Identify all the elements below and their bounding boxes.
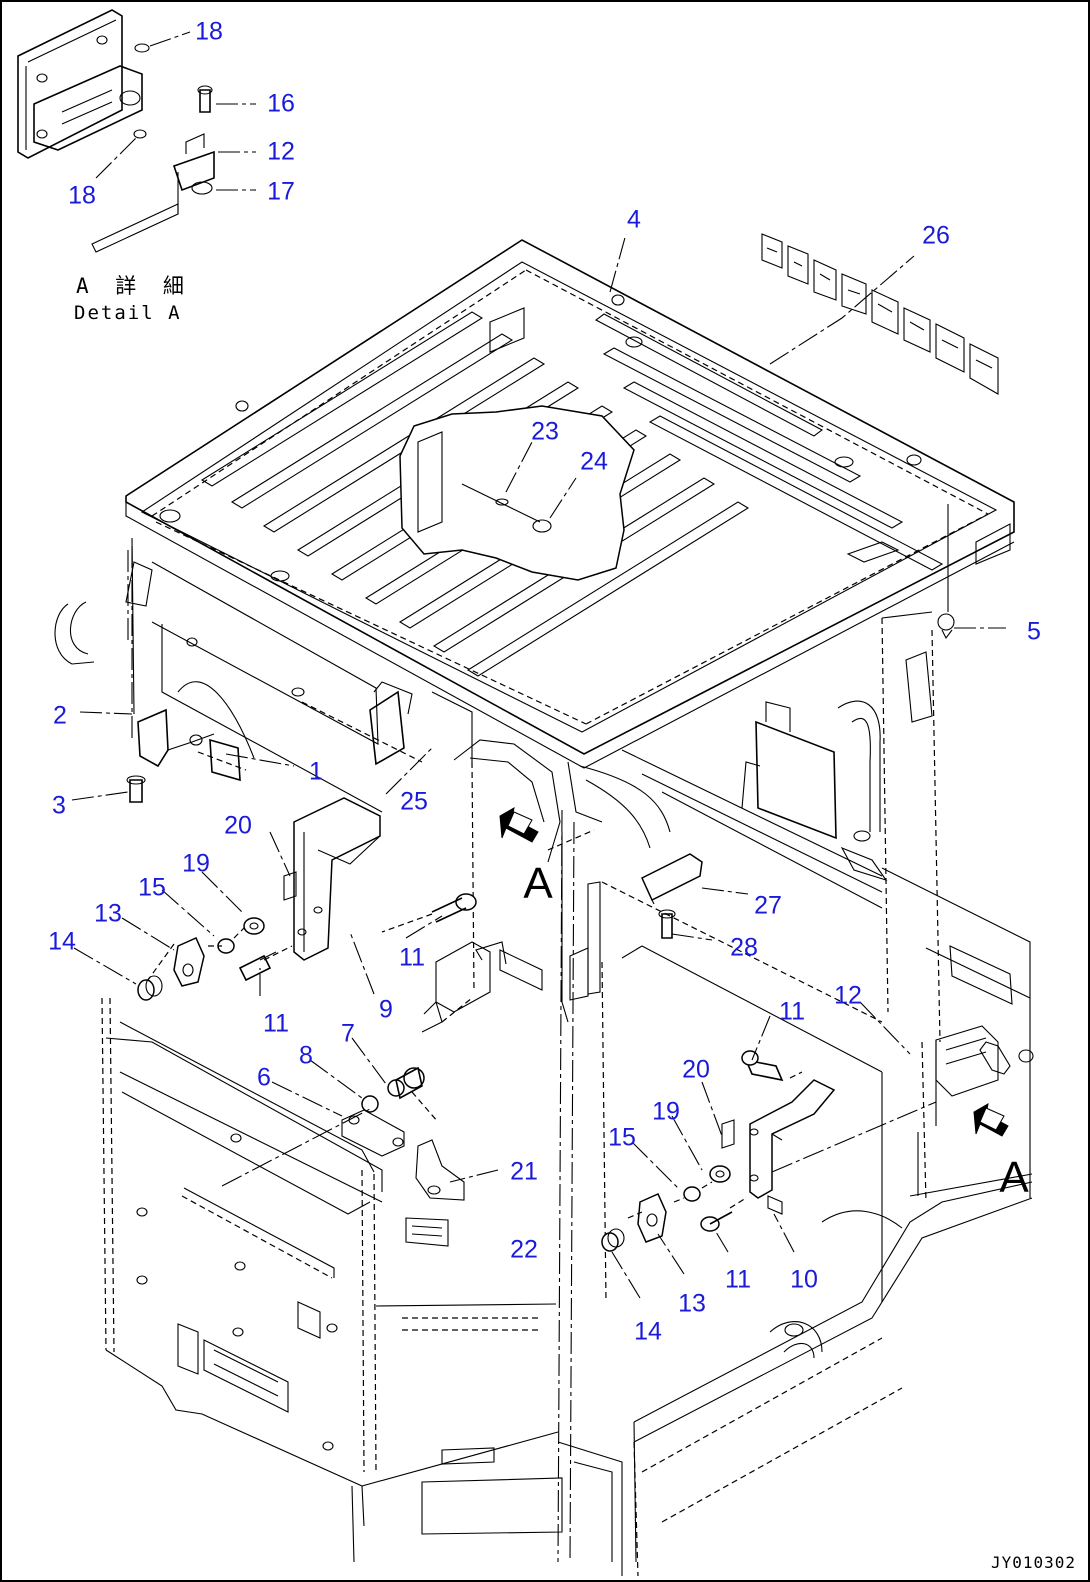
callout-12-detail: 12 [267,137,295,166]
view-marker-a-left: A [523,859,553,908]
callout-11-left: 11 [263,1009,289,1038]
view-marker-a-right: A [999,1153,1029,1202]
callout-14-left: 14 [48,927,76,956]
callout-14-right: 14 [634,1317,662,1346]
callout-25: 25 [400,787,428,816]
leader-lines [71,31,1006,1299]
callout-24: 24 [580,447,608,476]
callout-26: 26 [922,221,950,250]
callout-11-upper: 11 [399,943,425,972]
callout-8: 8 [299,1041,313,1070]
callout-22: 22 [510,1235,538,1264]
callout-11-right: 11 [779,997,805,1026]
callout-28: 28 [730,933,758,962]
callout-16: 16 [267,89,295,118]
logo-decal-drawing [761,233,999,395]
callout-27: 27 [754,891,782,920]
callout-5: 5 [1027,617,1041,646]
callout-18-bottom: 18 [68,181,96,210]
callout-19-left: 19 [182,849,210,878]
callout-11-bottom: 11 [725,1265,751,1294]
callout-10: 10 [790,1265,818,1294]
callout-13-left: 13 [94,899,122,928]
detail-a-label-en: Detail A [74,302,182,324]
callout-21: 21 [510,1157,538,1186]
cab-body-drawing [54,546,1034,1577]
callout-23: 23 [531,417,559,446]
view-a-arrow-right [973,1103,1009,1137]
drawing-id: JY010302 [990,1553,1076,1572]
callout-3: 3 [52,791,66,820]
detail-a-drawing [17,9,215,253]
callout-18-top: 18 [195,17,223,46]
callout-7: 7 [341,1019,355,1048]
callout-13-right: 13 [678,1289,706,1318]
callout-15-right: 15 [608,1123,636,1152]
callout-4: 4 [627,205,641,234]
roof-panel-drawing [125,239,1015,769]
fastener-parts-drawing [126,504,1011,1252]
callout-9: 9 [379,995,393,1024]
callout-12-main: 12 [834,981,862,1010]
callout-2: 2 [53,701,67,730]
callout-19-right: 19 [652,1097,680,1126]
callout-6: 6 [257,1063,271,1092]
callout-20-left: 20 [224,811,252,840]
callout-20-right: 20 [682,1055,710,1084]
view-a-arrow-left [499,807,539,843]
detail-a-label-jp: A 詳 細 [76,274,191,298]
callout-15-left: 15 [138,873,166,902]
callout-17: 17 [267,177,295,206]
callout-1: 1 [309,757,323,786]
